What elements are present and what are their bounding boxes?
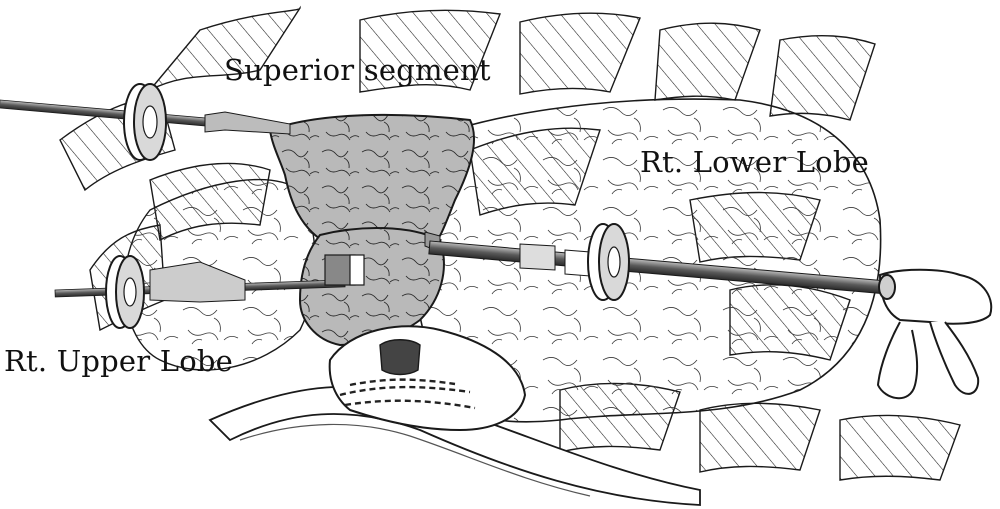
bronchus-stump bbox=[379, 339, 421, 376]
trocar-port-right bbox=[587, 223, 630, 301]
label-right-lower-lobe: Rt. Lower Lobe bbox=[640, 145, 869, 179]
label-right-upper-lobe: Rt. Upper Lobe bbox=[4, 344, 233, 378]
pleural-band-shade bbox=[239, 423, 591, 497]
vessel-strands bbox=[339, 378, 476, 410]
fissure-cavity bbox=[328, 325, 527, 432]
stapler-handle bbox=[876, 268, 993, 400]
label-superior-segment: Superior segment bbox=[224, 53, 491, 87]
grasper-instrument-bottom bbox=[54, 254, 365, 303]
trocar-port-bottom bbox=[105, 255, 145, 329]
trocar-port-top bbox=[123, 83, 167, 161]
